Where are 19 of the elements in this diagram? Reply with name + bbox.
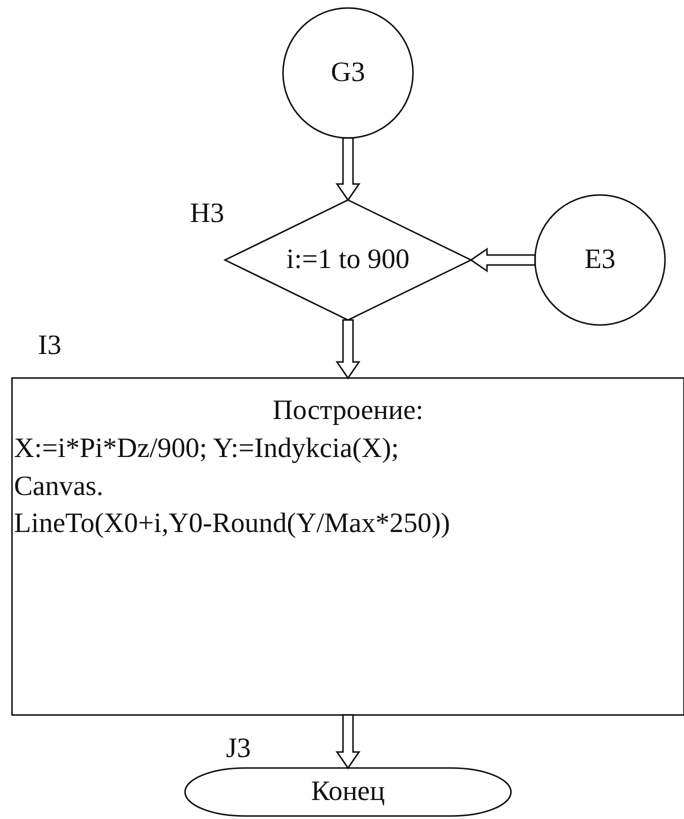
flow-arrow — [336, 714, 360, 770]
flow-arrow — [336, 319, 360, 380]
block-heading: Построение: — [272, 394, 424, 428]
flow-arrow — [336, 137, 360, 202]
block-id-label: H3 — [190, 198, 224, 230]
block-id-label: I3 — [38, 330, 62, 362]
connector-circle — [535, 195, 665, 325]
code-line: LineTo(X0+i,Y0-Round(Y/Max*250)) — [14, 507, 452, 542]
loop-diamond — [225, 200, 471, 320]
node-label: E3 — [584, 243, 616, 278]
node-label: G3 — [330, 56, 366, 90]
node-label: Конец — [311, 775, 385, 810]
connector-circle — [283, 8, 413, 138]
block-id-label: J3 — [226, 733, 251, 765]
code-line: Canvas. — [14, 470, 104, 504]
node-label: i:=1 to 900 — [286, 243, 410, 278]
process-box — [12, 378, 684, 715]
flow-arrow — [470, 248, 536, 272]
code-line: X:=i*Pi*Dz/900; Y:=Indykcia(X); — [14, 432, 400, 466]
